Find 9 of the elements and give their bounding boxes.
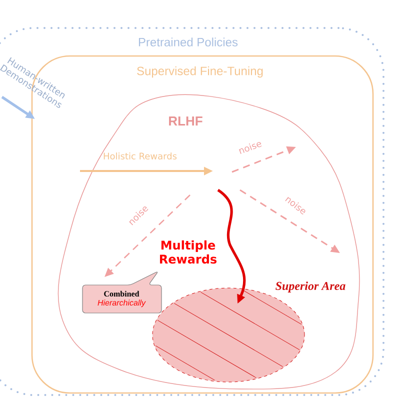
edge-label: Multiple Rewards [160, 240, 217, 264]
area-title: Superior Area [276, 282, 346, 292]
dotted-region [0, 27, 384, 396]
region-title: Pretrained Policies [138, 38, 238, 46]
region-title: Supervised Fine-Tuning [137, 66, 263, 78]
arrow-label: noise [239, 142, 262, 154]
arrow-label: Holistic Rewards [104, 152, 177, 160]
speech-callout: Combined Hierarchically [82, 272, 162, 314]
region-title: RLHF [169, 116, 202, 126]
